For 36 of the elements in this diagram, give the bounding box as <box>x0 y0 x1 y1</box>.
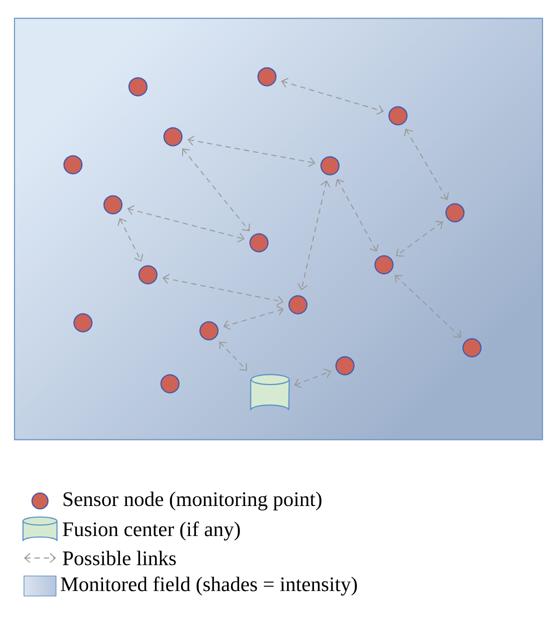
legend-label: Monitored field (shades = intensity) <box>60 576 357 596</box>
sensor-node <box>128 77 148 96</box>
sensor-node <box>335 356 354 376</box>
sensor-node <box>462 338 482 358</box>
sensor-node <box>288 295 308 314</box>
legend-label: Sensor node (monitoring point) <box>64 492 322 510</box>
sensor-node <box>103 195 122 214</box>
sensor-node <box>199 321 218 340</box>
arrow <box>394 275 462 338</box>
arrow <box>162 274 284 306</box>
arrow <box>127 205 245 243</box>
sensor-node <box>388 106 408 126</box>
sensor-node <box>249 233 268 252</box>
sensor-node <box>374 255 394 274</box>
sensor-node <box>163 127 182 146</box>
sensor-node <box>73 313 92 332</box>
arrow <box>404 128 449 200</box>
arrow <box>335 178 379 252</box>
sensor-node <box>160 374 180 394</box>
legend-label: Fusion center (if any) <box>62 522 240 540</box>
sensor-node <box>257 67 276 86</box>
arrow <box>188 136 316 168</box>
sensor-node <box>320 156 340 176</box>
sensor-node <box>445 203 464 222</box>
arrow <box>118 218 144 262</box>
arrow <box>281 78 384 115</box>
arrow <box>223 306 284 330</box>
arrow <box>219 342 248 371</box>
sensor-node <box>138 265 158 284</box>
arrow <box>294 368 332 388</box>
arrow <box>298 180 330 290</box>
arrow <box>396 220 443 257</box>
monitored-field <box>14 18 544 440</box>
arrow <box>182 148 250 232</box>
sensor-node <box>63 155 82 174</box>
legend-label: Possible links <box>62 550 176 566</box>
